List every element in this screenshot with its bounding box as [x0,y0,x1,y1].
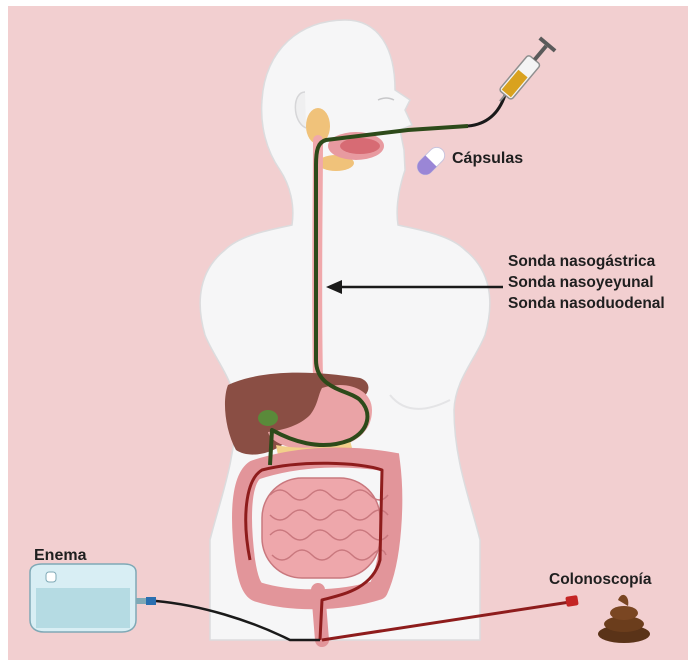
capsules-label: Cápsulas [452,150,523,168]
tube-label-nasojejunal: Sonda nasoyeyunal [508,272,665,293]
colonoscope-tip [565,595,578,607]
tube-label-nasoduodenal: Sonda nasoduodenal [508,293,665,314]
small-intestine [262,478,388,578]
colonoscopy-label: Colonoscopía [549,571,651,589]
tubes-label-group: Sonda nasogástrica Sonda nasoyeyunal Son… [508,251,665,314]
enema-label: Enema [34,547,86,565]
tube-label-nasogastric: Sonda nasogástrica [508,251,665,272]
gallbladder [258,410,278,426]
